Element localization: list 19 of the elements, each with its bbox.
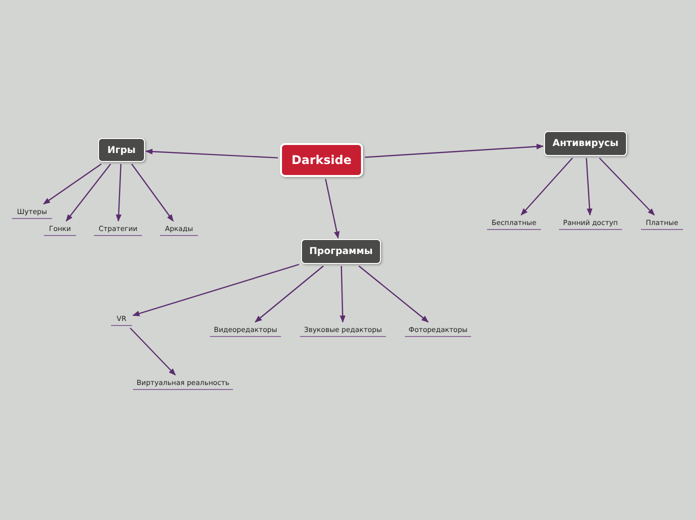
- arrow: [324, 178, 340, 239]
- arrow: [364, 144, 544, 158]
- arrow: [599, 158, 655, 216]
- arrow: [520, 158, 573, 216]
- arrow: [145, 148, 278, 158]
- topic-box: Игры: [98, 138, 145, 162]
- arrow: [131, 164, 174, 222]
- central-topic: Darkside: [280, 143, 363, 177]
- arrow: [130, 328, 176, 376]
- arrow: [340, 266, 346, 323]
- arrow: [66, 164, 112, 222]
- arrow: [116, 164, 122, 222]
- arrow: [586, 158, 592, 216]
- arrow: [358, 266, 429, 322]
- arrow: [254, 266, 324, 322]
- topic-box: Антивирусы: [544, 131, 627, 156]
- arrow: [42, 164, 102, 204]
- arrow: [132, 264, 300, 316]
- topic-box: Программы: [301, 239, 381, 264]
